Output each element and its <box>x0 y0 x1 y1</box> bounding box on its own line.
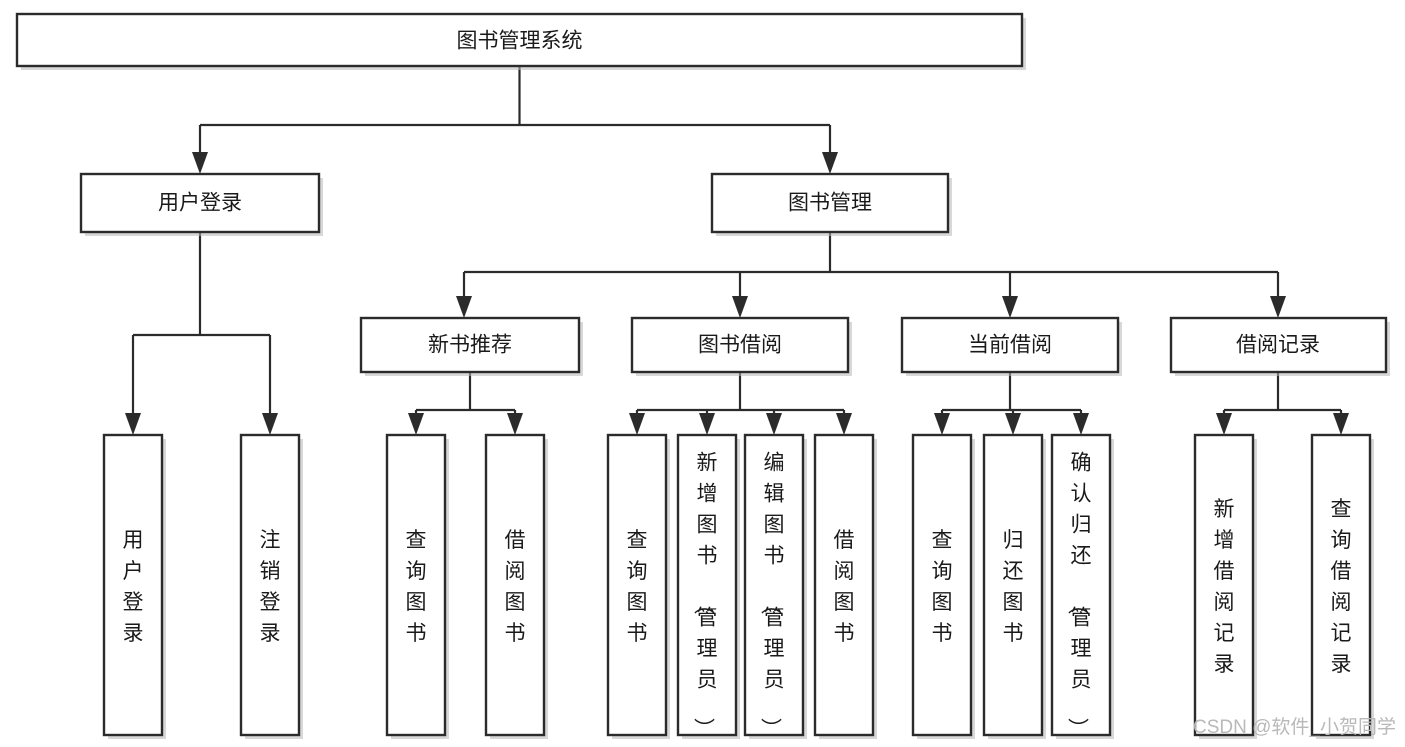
leaf-node[interactable]: 确认归还（管理员） <box>1050 433 1114 739</box>
leaf-node[interactable]: 查询图书 <box>385 433 449 739</box>
arrow-head-leaf-query-record <box>1333 413 1349 435</box>
leaf-node-label: 注销登录 <box>260 529 281 645</box>
node-borrow-record-box[interactable] <box>1169 316 1388 374</box>
leaf-node[interactable]: 新增图书（管理员） <box>676 433 740 739</box>
leaf-node-label: 借阅图书 <box>834 529 855 645</box>
node-book-borrow-box[interactable] <box>630 316 850 374</box>
node-new-book-rec[interactable]: 新书推荐 <box>359 316 583 376</box>
leaf-node-box[interactable] <box>1193 433 1255 737</box>
arrow-head-book-manage <box>822 152 838 174</box>
node-current-borrow-label: 当前借阅 <box>968 334 1052 357</box>
leaf-node-box[interactable] <box>102 433 164 737</box>
watermark-label: CSDN @软件_小贺同学 <box>1193 716 1396 738</box>
node-borrow-record-label: 借阅记录 <box>1236 334 1320 357</box>
arrow-head-current-borrow <box>1002 296 1018 318</box>
leaf-node-label: 新增图书（管理员） <box>692 452 718 739</box>
node-root-label: 图书管理系统 <box>457 30 583 53</box>
node-new-book-rec-label: 新书推荐 <box>428 334 512 357</box>
node-user-login-box[interactable] <box>79 172 321 234</box>
arrow-head-leaf-confirm-return <box>1073 413 1089 435</box>
leaf-node[interactable]: 借阅图书 <box>484 433 548 739</box>
node-book-manage-label: 图书管理 <box>788 192 872 215</box>
leaf-node-label: 查询图书 <box>627 529 648 645</box>
node-book-borrow[interactable]: 图书借阅 <box>630 316 852 376</box>
arrow-head-leaf-user-login <box>125 413 141 435</box>
leaf-node-box[interactable] <box>1310 433 1372 737</box>
leaf-node-label: 确认归还（管理员） <box>1066 452 1092 739</box>
leaf-node-box[interactable] <box>813 433 875 737</box>
leaf-node-box[interactable] <box>911 433 973 737</box>
leaf-node[interactable]: 编辑图书（管理员） <box>743 433 807 739</box>
leaf-node-box[interactable] <box>743 433 805 737</box>
leaf-node[interactable]: 归还图书 <box>982 433 1046 739</box>
arrow-head-leaf-borrow-book-rec <box>507 413 523 435</box>
node-book-manage-box[interactable] <box>710 172 950 234</box>
node-book-borrow-label: 图书借阅 <box>698 334 782 357</box>
node-new-book-rec-box[interactable] <box>359 316 581 374</box>
arrow-head-borrow-record <box>1270 296 1286 318</box>
connector-layer <box>125 66 1349 435</box>
leaf-node-label: 新增借阅记录 <box>1214 498 1235 676</box>
arrow-head-user-login <box>192 152 208 174</box>
leaf-node-box[interactable] <box>484 433 546 737</box>
leaf-node[interactable]: 查询借阅记录 <box>1310 433 1374 739</box>
node-book-manage[interactable]: 图书管理 <box>710 172 952 236</box>
leaf-node-label: 归还图书 <box>1003 529 1024 645</box>
arrow-head-book-borrow <box>732 296 748 318</box>
leaf-node[interactable]: 用户登录 <box>102 433 166 739</box>
leaf-node[interactable]: 查询图书 <box>606 433 670 739</box>
node-root-box[interactable] <box>15 12 1024 68</box>
leaf-node[interactable]: 新增借阅记录 <box>1193 433 1257 739</box>
leaf-node-label: 编辑图书（管理员） <box>759 452 785 739</box>
arrow-head-leaf-query-book-rec <box>408 413 424 435</box>
arrow-head-leaf-borrow-book-bor <box>836 413 852 435</box>
node-root[interactable]: 图书管理系统 <box>15 12 1026 70</box>
leaf-node-layer: 用户登录 注销登录 查询图书 借阅图书 查询图书 新增图书（管理员） 编辑图书（管理员） 借阅… <box>102 433 1374 739</box>
leaf-node[interactable]: 查询图书 <box>911 433 975 739</box>
leaf-node-label: 查询图书 <box>932 529 953 645</box>
node-user-login-label: 用户登录 <box>158 192 242 215</box>
node-user-login[interactable]: 用户登录 <box>79 172 323 236</box>
arrow-head-leaf-add-record <box>1216 413 1232 435</box>
node-current-borrow-box[interactable] <box>900 316 1120 374</box>
leaf-node-box[interactable] <box>982 433 1044 737</box>
arrow-head-leaf-add-book <box>699 413 715 435</box>
leaf-node-label: 查询借阅记录 <box>1331 498 1352 676</box>
leaf-node-box[interactable] <box>1050 433 1112 737</box>
arrow-head-leaf-query-book-bor <box>629 413 645 435</box>
arrow-head-leaf-return-book <box>1005 413 1021 435</box>
leaf-node[interactable]: 借阅图书 <box>813 433 877 739</box>
leaf-node-label: 借阅图书 <box>505 529 526 645</box>
leaf-node-box[interactable] <box>676 433 738 737</box>
node-current-borrow[interactable]: 当前借阅 <box>900 316 1122 376</box>
leaf-node-box[interactable] <box>239 433 301 737</box>
leaf-node-box[interactable] <box>385 433 447 737</box>
arrow-head-leaf-edit-book <box>766 413 782 435</box>
arrow-head-leaf-user-logout <box>262 413 278 435</box>
leaf-node[interactable]: 注销登录 <box>239 433 303 739</box>
leaf-node-box[interactable] <box>606 433 668 737</box>
leaf-node-label: 用户登录 <box>123 529 144 645</box>
arrow-head-leaf-query-book-cur <box>934 413 950 435</box>
node-borrow-record[interactable]: 借阅记录 <box>1169 316 1390 376</box>
leaf-node-label: 查询图书 <box>406 529 427 645</box>
arrow-head-new-book-rec <box>456 296 472 318</box>
